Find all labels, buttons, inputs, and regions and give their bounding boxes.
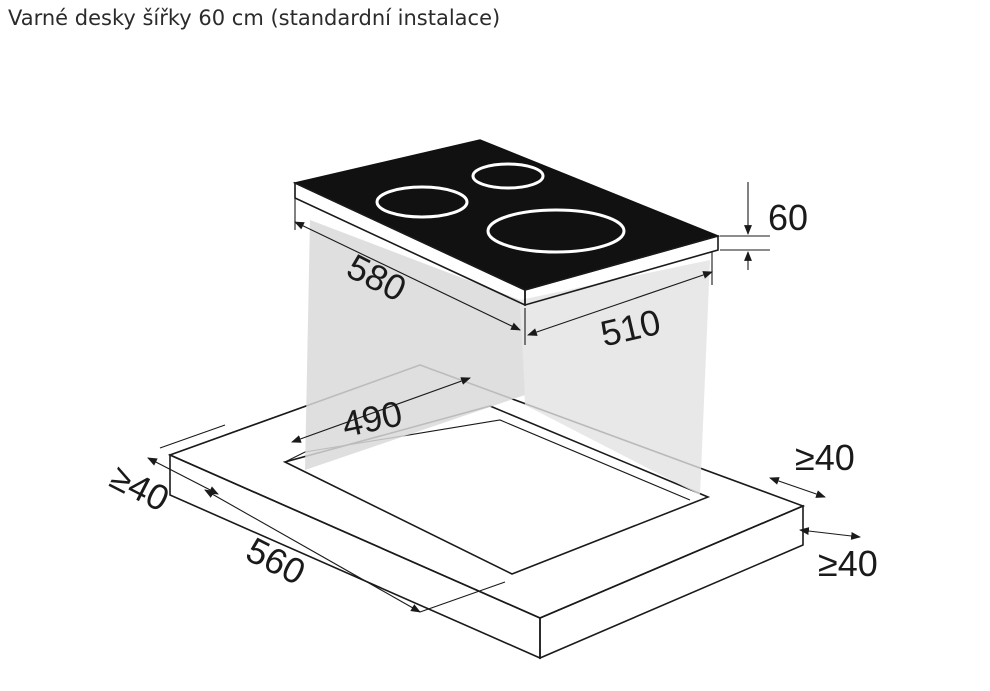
installation-volume-right [520,260,710,495]
cooking-zone-left [375,185,469,219]
dim-label-clearance-left: ≥40 [104,456,176,520]
dim-label-clearance-right-top: ≥40 [795,437,855,478]
dim-label-560: 560 [240,529,312,593]
diagram-title: Varné desky šířky 60 cm (standardní inst… [8,6,501,30]
dim-label-clearance-right-bottom: ≥40 [818,543,878,584]
cooktop-right-edge [524,234,719,307]
dimension-lines [147,182,861,613]
cooking-zone-small [471,162,545,190]
cooktop [292,139,721,307]
worktop [167,364,806,660]
dim-label-60: 60 [768,197,808,238]
